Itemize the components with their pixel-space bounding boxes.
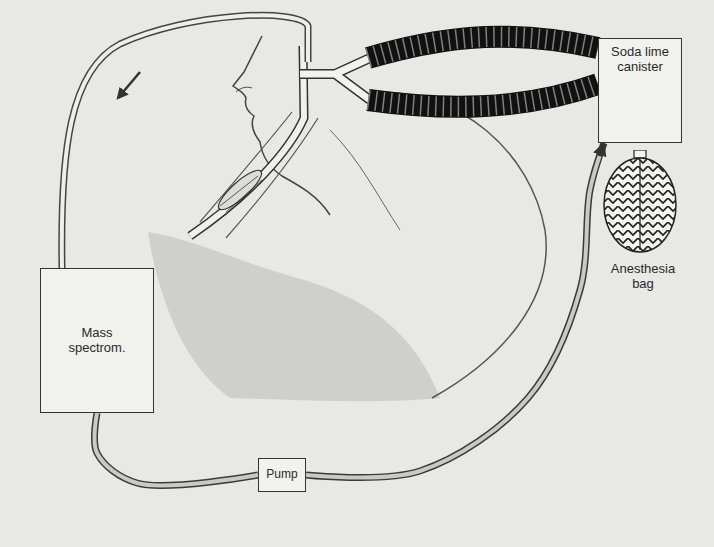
pump-box: Pump [258, 458, 306, 492]
shaded-region [148, 232, 440, 401]
gas-tube-bore [306, 143, 604, 477]
tube-cuff [214, 165, 266, 214]
hose-corrugation [368, 37, 598, 58]
node-label: Soda lime canister [610, 45, 670, 75]
sampling-line-bore [62, 15, 308, 268]
sampling-line [62, 15, 308, 268]
y-piece [300, 58, 370, 100]
tube-group [94, 413, 258, 485]
bag-shape: Anesthesia bag [598, 150, 688, 294]
breathing-hose [368, 37, 598, 58]
y-piece-bore [300, 58, 370, 100]
cuff-lines [220, 176, 262, 212]
bag-body [604, 158, 676, 252]
gas-tube [94, 413, 258, 485]
node-label: Pump [266, 468, 297, 482]
analyzer-box: Mass spectrom. [40, 268, 154, 413]
flow-arrow [118, 72, 140, 98]
canister-box: Soda lime canister [598, 38, 682, 143]
bag-outline [598, 150, 682, 254]
nostril [236, 87, 252, 92]
pharynx-line [330, 130, 400, 230]
bag-seam [639, 160, 640, 250]
hose-corrugation [368, 84, 598, 107]
gas-tube [306, 143, 604, 477]
node-label: Anesthesia bag [603, 262, 683, 292]
trachea-wall [226, 118, 318, 238]
endotracheal-tube-bore [190, 46, 304, 236]
bag-neck [634, 150, 646, 158]
gas-tube-bore [94, 413, 258, 485]
trachea-wall [200, 112, 292, 222]
endotracheal-tube [190, 46, 304, 236]
tube-group [306, 143, 604, 477]
breathing-hose [368, 84, 598, 107]
head-outline [380, 92, 546, 398]
node-label: Mass spectrom. [62, 326, 132, 356]
